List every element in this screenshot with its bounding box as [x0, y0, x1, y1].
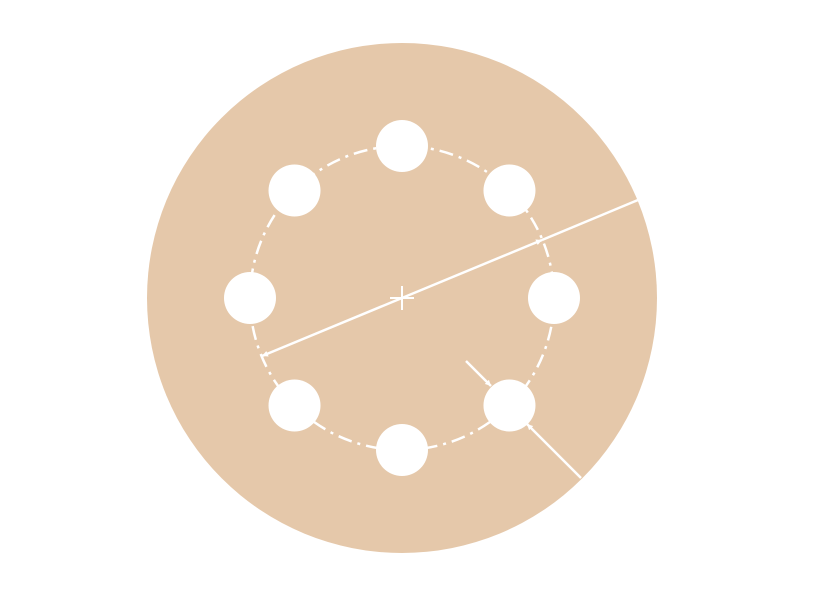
- center-mark: [390, 286, 414, 310]
- bolt-hole: [483, 379, 536, 432]
- bolt-hole: [224, 272, 276, 324]
- bolt-hole: [483, 164, 536, 217]
- hole-dimension-arrow-inner: [465, 360, 492, 387]
- hole-dimension-arrow-outer: [526, 423, 582, 479]
- bolt-hole: [376, 120, 428, 172]
- bolt-hole: [268, 164, 321, 217]
- bolt-hole: [376, 424, 428, 476]
- bolt-hole: [528, 272, 580, 324]
- bolt-hole: [268, 379, 321, 432]
- bolt-circle-diameter-line: [541, 198, 639, 242]
